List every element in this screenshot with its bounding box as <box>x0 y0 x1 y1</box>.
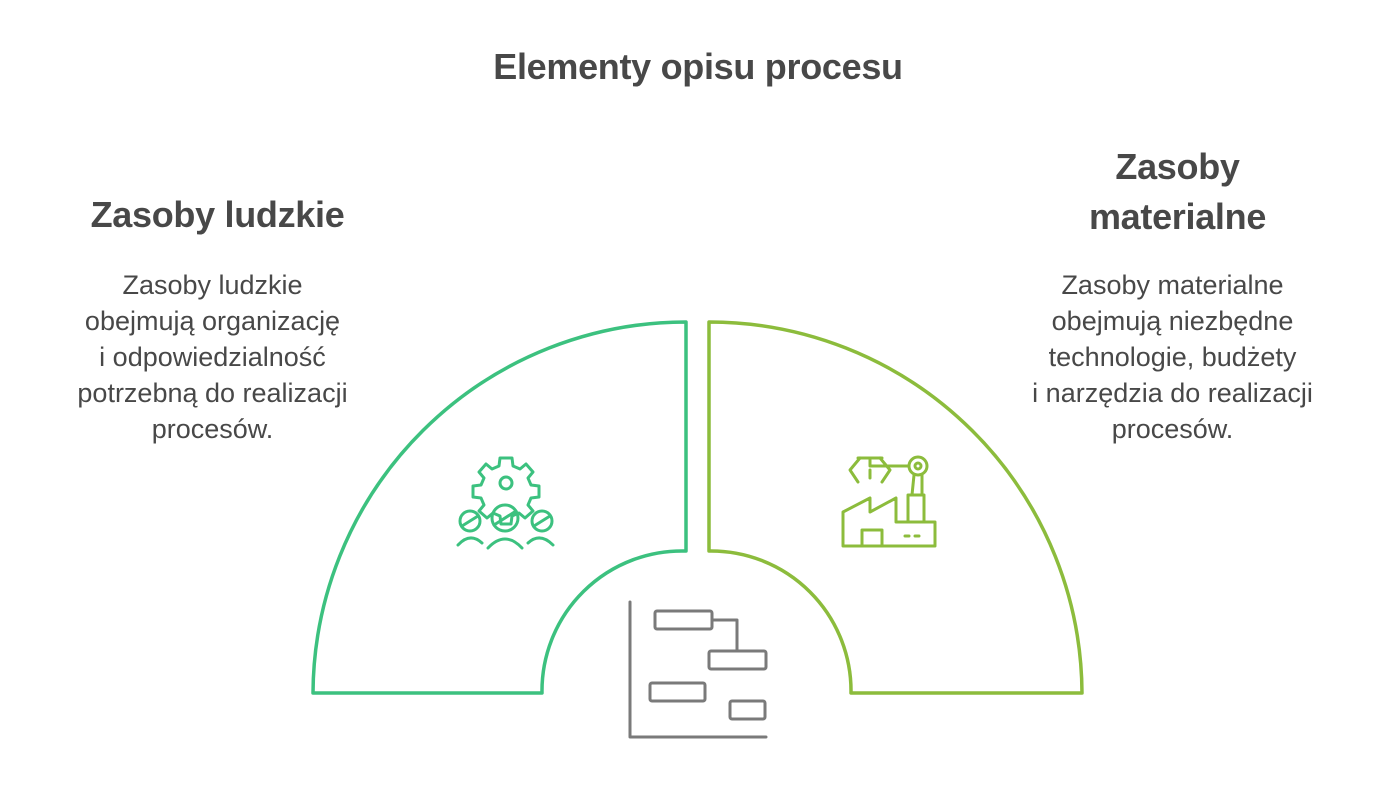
heading-material-resources: Zasoby materialne <box>1010 142 1345 242</box>
factory-robot-arm-icon <box>841 455 937 548</box>
gantt-chart-icon <box>628 600 768 739</box>
description-line: procesów. <box>1111 414 1234 444</box>
description-material-resources: Zasoby materialne obejmują niezbędne tec… <box>1000 267 1345 447</box>
description-line: technologie, budżety <box>1048 342 1297 372</box>
description-line: Zasoby ludzkie <box>122 270 303 300</box>
description-human-resources: Zasoby ludzkie obejmują organizację i od… <box>40 267 385 447</box>
description-line: obejmują niezbędne <box>1051 306 1294 336</box>
description-line: procesów. <box>151 414 274 444</box>
heading-line: Zasoby <box>1115 146 1240 187</box>
description-line: potrzebną do realizacji <box>77 378 348 408</box>
description-line: Zasoby materialne <box>1061 270 1284 300</box>
heading-line: materialne <box>1088 196 1267 237</box>
segment-human-resources <box>311 320 688 695</box>
heading-human-resources: Zasoby ludzkie <box>90 194 345 235</box>
people-gear-icon <box>456 456 555 550</box>
segment-material-resources <box>707 320 1084 695</box>
description-line: obejmują organizację <box>84 306 341 336</box>
page-title: Elementy opisu procesu <box>493 46 903 87</box>
description-line: i odpowiedzialność <box>99 342 326 372</box>
description-line: i narzędzia do realizacji <box>1032 378 1313 408</box>
